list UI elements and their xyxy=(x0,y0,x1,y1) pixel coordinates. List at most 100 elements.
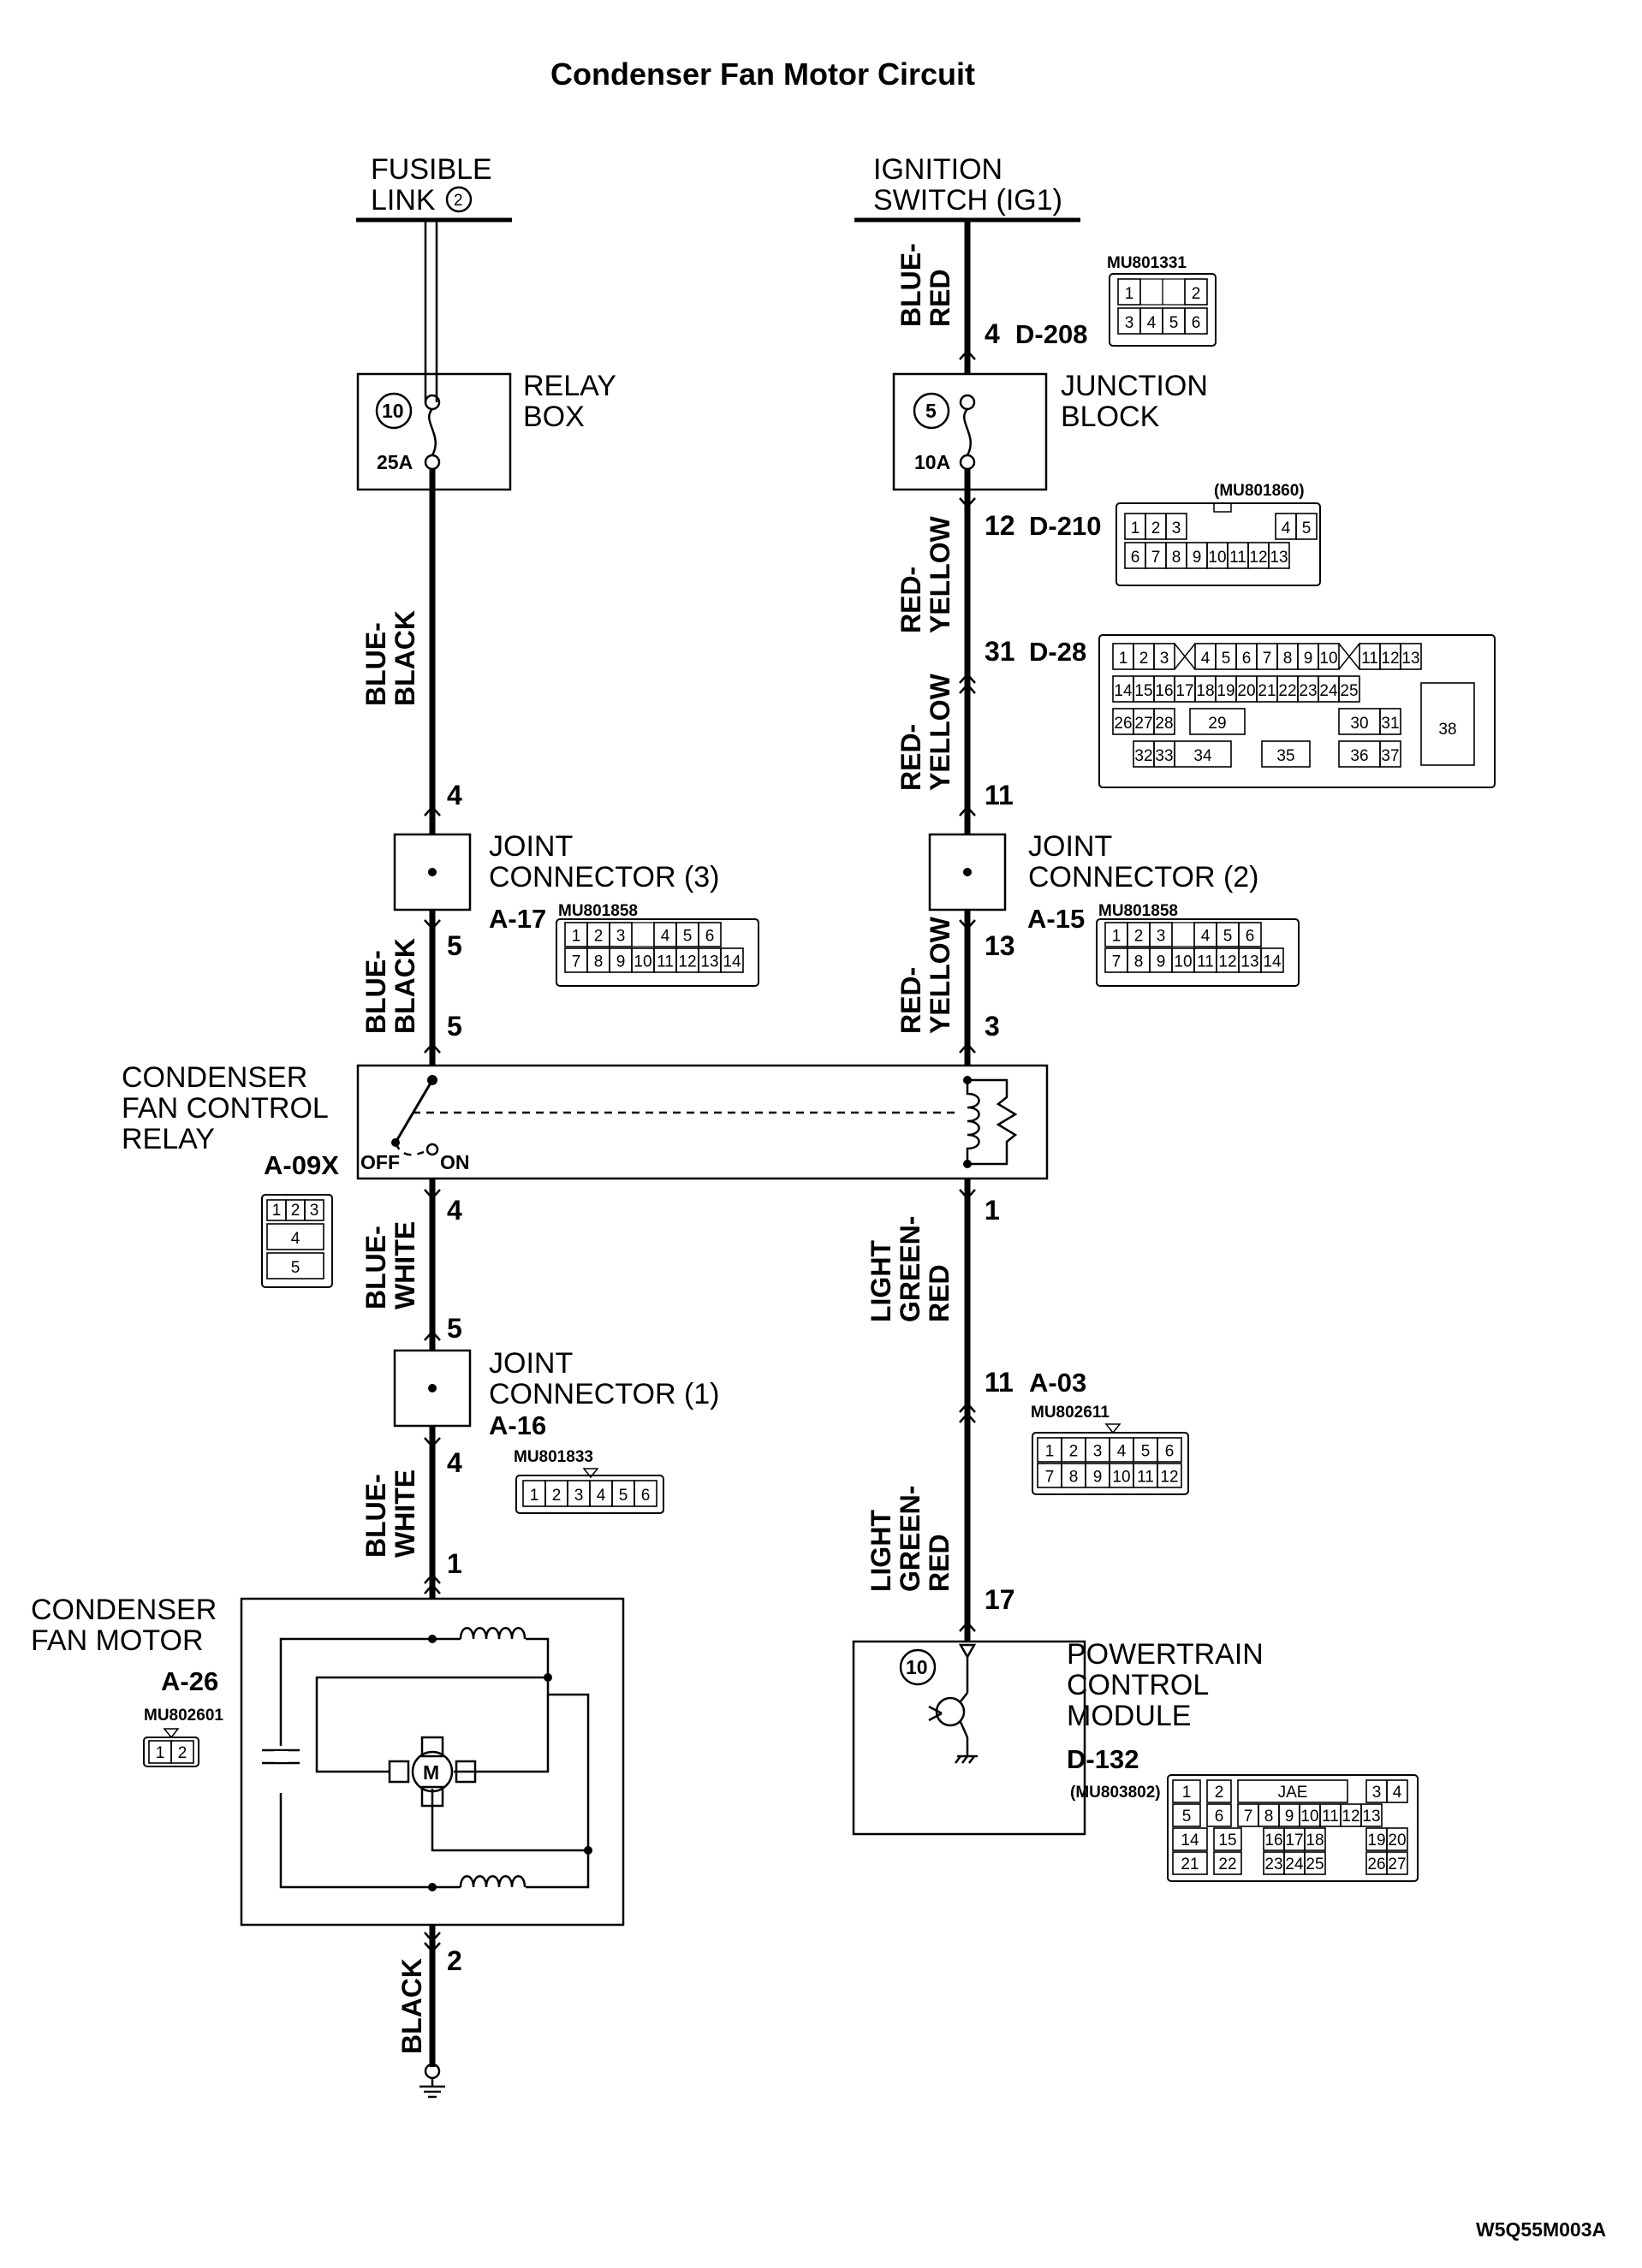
pcm-cell xyxy=(1304,1827,1326,1851)
coil-icon xyxy=(459,1875,527,1888)
d28-pin: 20 xyxy=(1237,682,1255,700)
d28-pin: 6 xyxy=(1242,650,1252,668)
pcm-cell xyxy=(1172,1827,1208,1851)
pin-number: 13 xyxy=(985,930,1015,961)
d210-pin: 1 xyxy=(1131,520,1140,537)
fusible-link-number-circle xyxy=(445,186,473,213)
d28-pin: 37 xyxy=(1381,747,1399,765)
pcm-cell xyxy=(1360,1803,1383,1827)
fan-motor-wire-bottom xyxy=(279,1793,590,1889)
connector-mark-icon xyxy=(424,1189,441,1200)
joint-connector-3-id: A-17 xyxy=(489,904,546,934)
a03-pin: 8 xyxy=(1069,1468,1079,1486)
relay-label-3: RELAY xyxy=(122,1123,215,1155)
pcm-pin: 8 xyxy=(1264,1808,1274,1826)
relay-pin: 2 xyxy=(291,1202,300,1220)
d208-pin: 3 xyxy=(1125,314,1134,332)
pin-number: 4 xyxy=(447,1195,462,1226)
connector-id: D-28 xyxy=(1029,637,1086,667)
coil-mask xyxy=(461,1879,526,1896)
d208-housing xyxy=(1109,273,1217,347)
connector-mark-icon xyxy=(959,1402,976,1423)
relay-pin: 1 xyxy=(272,1202,282,1220)
d208-cell xyxy=(1184,307,1208,335)
junction-block-fuse-marker xyxy=(913,392,950,430)
ground-icon xyxy=(955,1755,961,1764)
jc1-pin: 1 xyxy=(530,1487,539,1505)
joint-connector-2-part: MU801858 xyxy=(1098,902,1178,920)
jc2-pin: 6 xyxy=(1246,927,1255,945)
wire-color-label: BLUE- xyxy=(360,950,391,1034)
relay-label: CONDENSER xyxy=(122,1061,307,1094)
fusible-link-label-2: LINK xyxy=(371,184,436,217)
connector-mark-icon xyxy=(424,1042,441,1054)
jc2-pin: 10 xyxy=(1174,953,1192,971)
document-code: W5Q55M003A xyxy=(1476,2218,1606,2241)
d210-cell xyxy=(1165,513,1187,540)
pcm-pin: 7 xyxy=(1244,1808,1253,1826)
junction-block-fuse-rating: 10A xyxy=(914,451,950,473)
d28-pin: 16 xyxy=(1155,682,1173,700)
a03-pin: 1 xyxy=(1045,1442,1055,1460)
pcm-id: D-132 xyxy=(1067,1744,1139,1774)
key-triangle-icon xyxy=(163,1728,180,1739)
d28-pin: 27 xyxy=(1134,715,1152,733)
pcm-pin: 16 xyxy=(1264,1832,1282,1849)
junction-block-label-2: BLOCK xyxy=(1061,401,1160,433)
pcm-transistor-collector-link xyxy=(960,1692,968,1702)
d28-pin: 33 xyxy=(1155,747,1173,765)
d28-pin: 21 xyxy=(1258,682,1276,700)
relay-box-fuse-terminal-bottom xyxy=(424,454,441,471)
d28-pin: 17 xyxy=(1175,682,1193,700)
jc2-pin: 13 xyxy=(1240,953,1258,971)
pcm-transistor-base xyxy=(928,1705,943,1715)
a03-cell xyxy=(1157,1463,1182,1488)
jc1-pin: 2 xyxy=(552,1487,562,1505)
key-triangle-icon xyxy=(582,1468,599,1479)
wire-color-label: YELLOW xyxy=(925,916,955,1034)
junction-block: 5 10A JUNCTION BLOCK xyxy=(892,370,1208,491)
d28-pin: 35 xyxy=(1276,747,1294,765)
jc2-pin: 12 xyxy=(1218,953,1236,971)
a03-pin: 6 xyxy=(1165,1442,1175,1460)
pcm-pin: 4 xyxy=(1393,1784,1402,1802)
wire-color-label: GREEN- xyxy=(895,1486,925,1592)
d210-pin: 7 xyxy=(1151,549,1161,567)
pcm-cell xyxy=(1206,1803,1232,1827)
pin-number: 11 xyxy=(985,780,1014,810)
fusible-link: FUSIBLE LINK 2 xyxy=(356,153,512,223)
joint-connector-1-part: MU801833 xyxy=(514,1448,593,1466)
joint-connector-3: JOINT CONNECTOR (3) A-17 MU801858 xyxy=(393,830,720,934)
connector-part: MU802611 xyxy=(1031,1404,1110,1422)
jc3-pin: 2 xyxy=(594,927,604,945)
wire-color-label: WHITE xyxy=(390,1469,420,1558)
relay-box-fuse-rating: 25A xyxy=(377,451,413,473)
relay-box-fuse-marker xyxy=(375,392,413,430)
jc3-pin: 1 xyxy=(572,927,581,945)
wire-color-label: BLUE- xyxy=(360,1226,391,1309)
pcm-pin: 2 xyxy=(1215,1784,1224,1802)
ignition-switch-label-2: SWITCH (IG1) xyxy=(873,184,1062,217)
jc1-pin: 5 xyxy=(619,1487,628,1505)
fan-motor-id: A-26 xyxy=(161,1666,218,1696)
relay-box-label: RELAY xyxy=(523,370,616,402)
motor-pin: 2 xyxy=(178,1744,187,1762)
d28-pin: 18 xyxy=(1196,682,1214,700)
pin-number: 4 xyxy=(447,780,462,810)
pin-number: 1 xyxy=(985,1195,1000,1226)
joint-connector-1-label-2: CONNECTOR (1) xyxy=(489,1378,720,1410)
connector-mark-icon xyxy=(424,805,441,816)
jc2-cell xyxy=(1260,947,1284,973)
pin-number: 5 xyxy=(447,1313,462,1344)
pcm-transistor-base xyxy=(928,1712,943,1722)
fan-motor-node xyxy=(428,1883,437,1891)
d28-pin: 1 xyxy=(1119,650,1128,668)
jc2-pin: 2 xyxy=(1134,927,1144,945)
wire-color-label: RED xyxy=(924,1534,955,1592)
d28-pin: 15 xyxy=(1134,682,1152,700)
d28-pin: 10 xyxy=(1319,650,1337,668)
